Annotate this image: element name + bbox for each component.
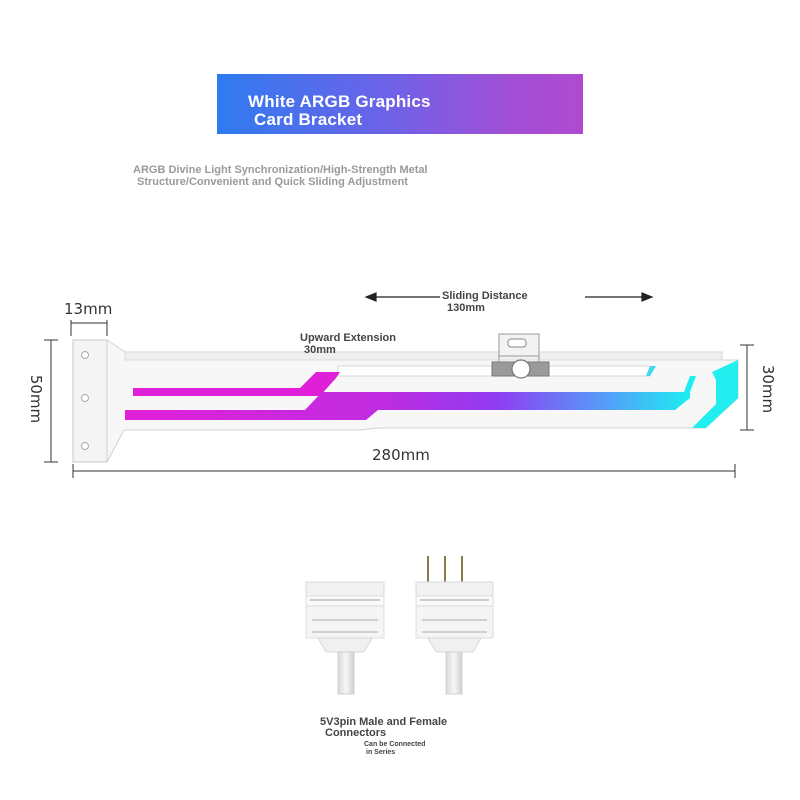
argb-light-strip	[125, 360, 738, 428]
sliding-distance-arrow	[364, 292, 654, 302]
upward-extension-value: 30mm	[304, 344, 336, 356]
upward-extension-label: Upward Extension	[300, 332, 396, 344]
subtitle-line-2: Structure/Convenient and Quick Sliding A…	[137, 176, 408, 188]
mount-plate	[72, 339, 108, 463]
title-line-2: Card Bracket	[254, 110, 363, 129]
male-connector	[415, 556, 494, 695]
female-connector	[305, 581, 385, 695]
dim-50mm-label: 50mm	[27, 374, 46, 424]
connector-note-line-2: in Series	[366, 749, 396, 756]
subtitle-line-1: ARGB Divine Light Synchronization/High-S…	[133, 164, 428, 176]
dim-50mm-lines	[44, 339, 58, 463]
dim-13mm-lines	[70, 320, 108, 336]
dim-30mm-label: 30mm	[759, 364, 778, 414]
dim-280mm-lines	[72, 464, 736, 478]
title-line-1: White ARGB Graphics	[248, 92, 431, 111]
sliding-distance-label: Sliding Distance	[442, 290, 528, 302]
connector-note-line-1: Can be Connected	[364, 741, 426, 748]
dim-30mm-lines	[740, 344, 754, 431]
dim-13mm-label: 13mm	[64, 300, 113, 318]
sliding-distance-value: 130mm	[447, 302, 485, 314]
title-banner: White ARGB Graphics Card Bracket	[217, 74, 583, 134]
connector-title-line-2: Connectors	[325, 727, 387, 739]
slider-block	[491, 333, 550, 379]
connector-title-line-1: 5V3pin Male and Female	[320, 716, 448, 728]
dim-280mm-label: 280mm	[372, 446, 430, 464]
